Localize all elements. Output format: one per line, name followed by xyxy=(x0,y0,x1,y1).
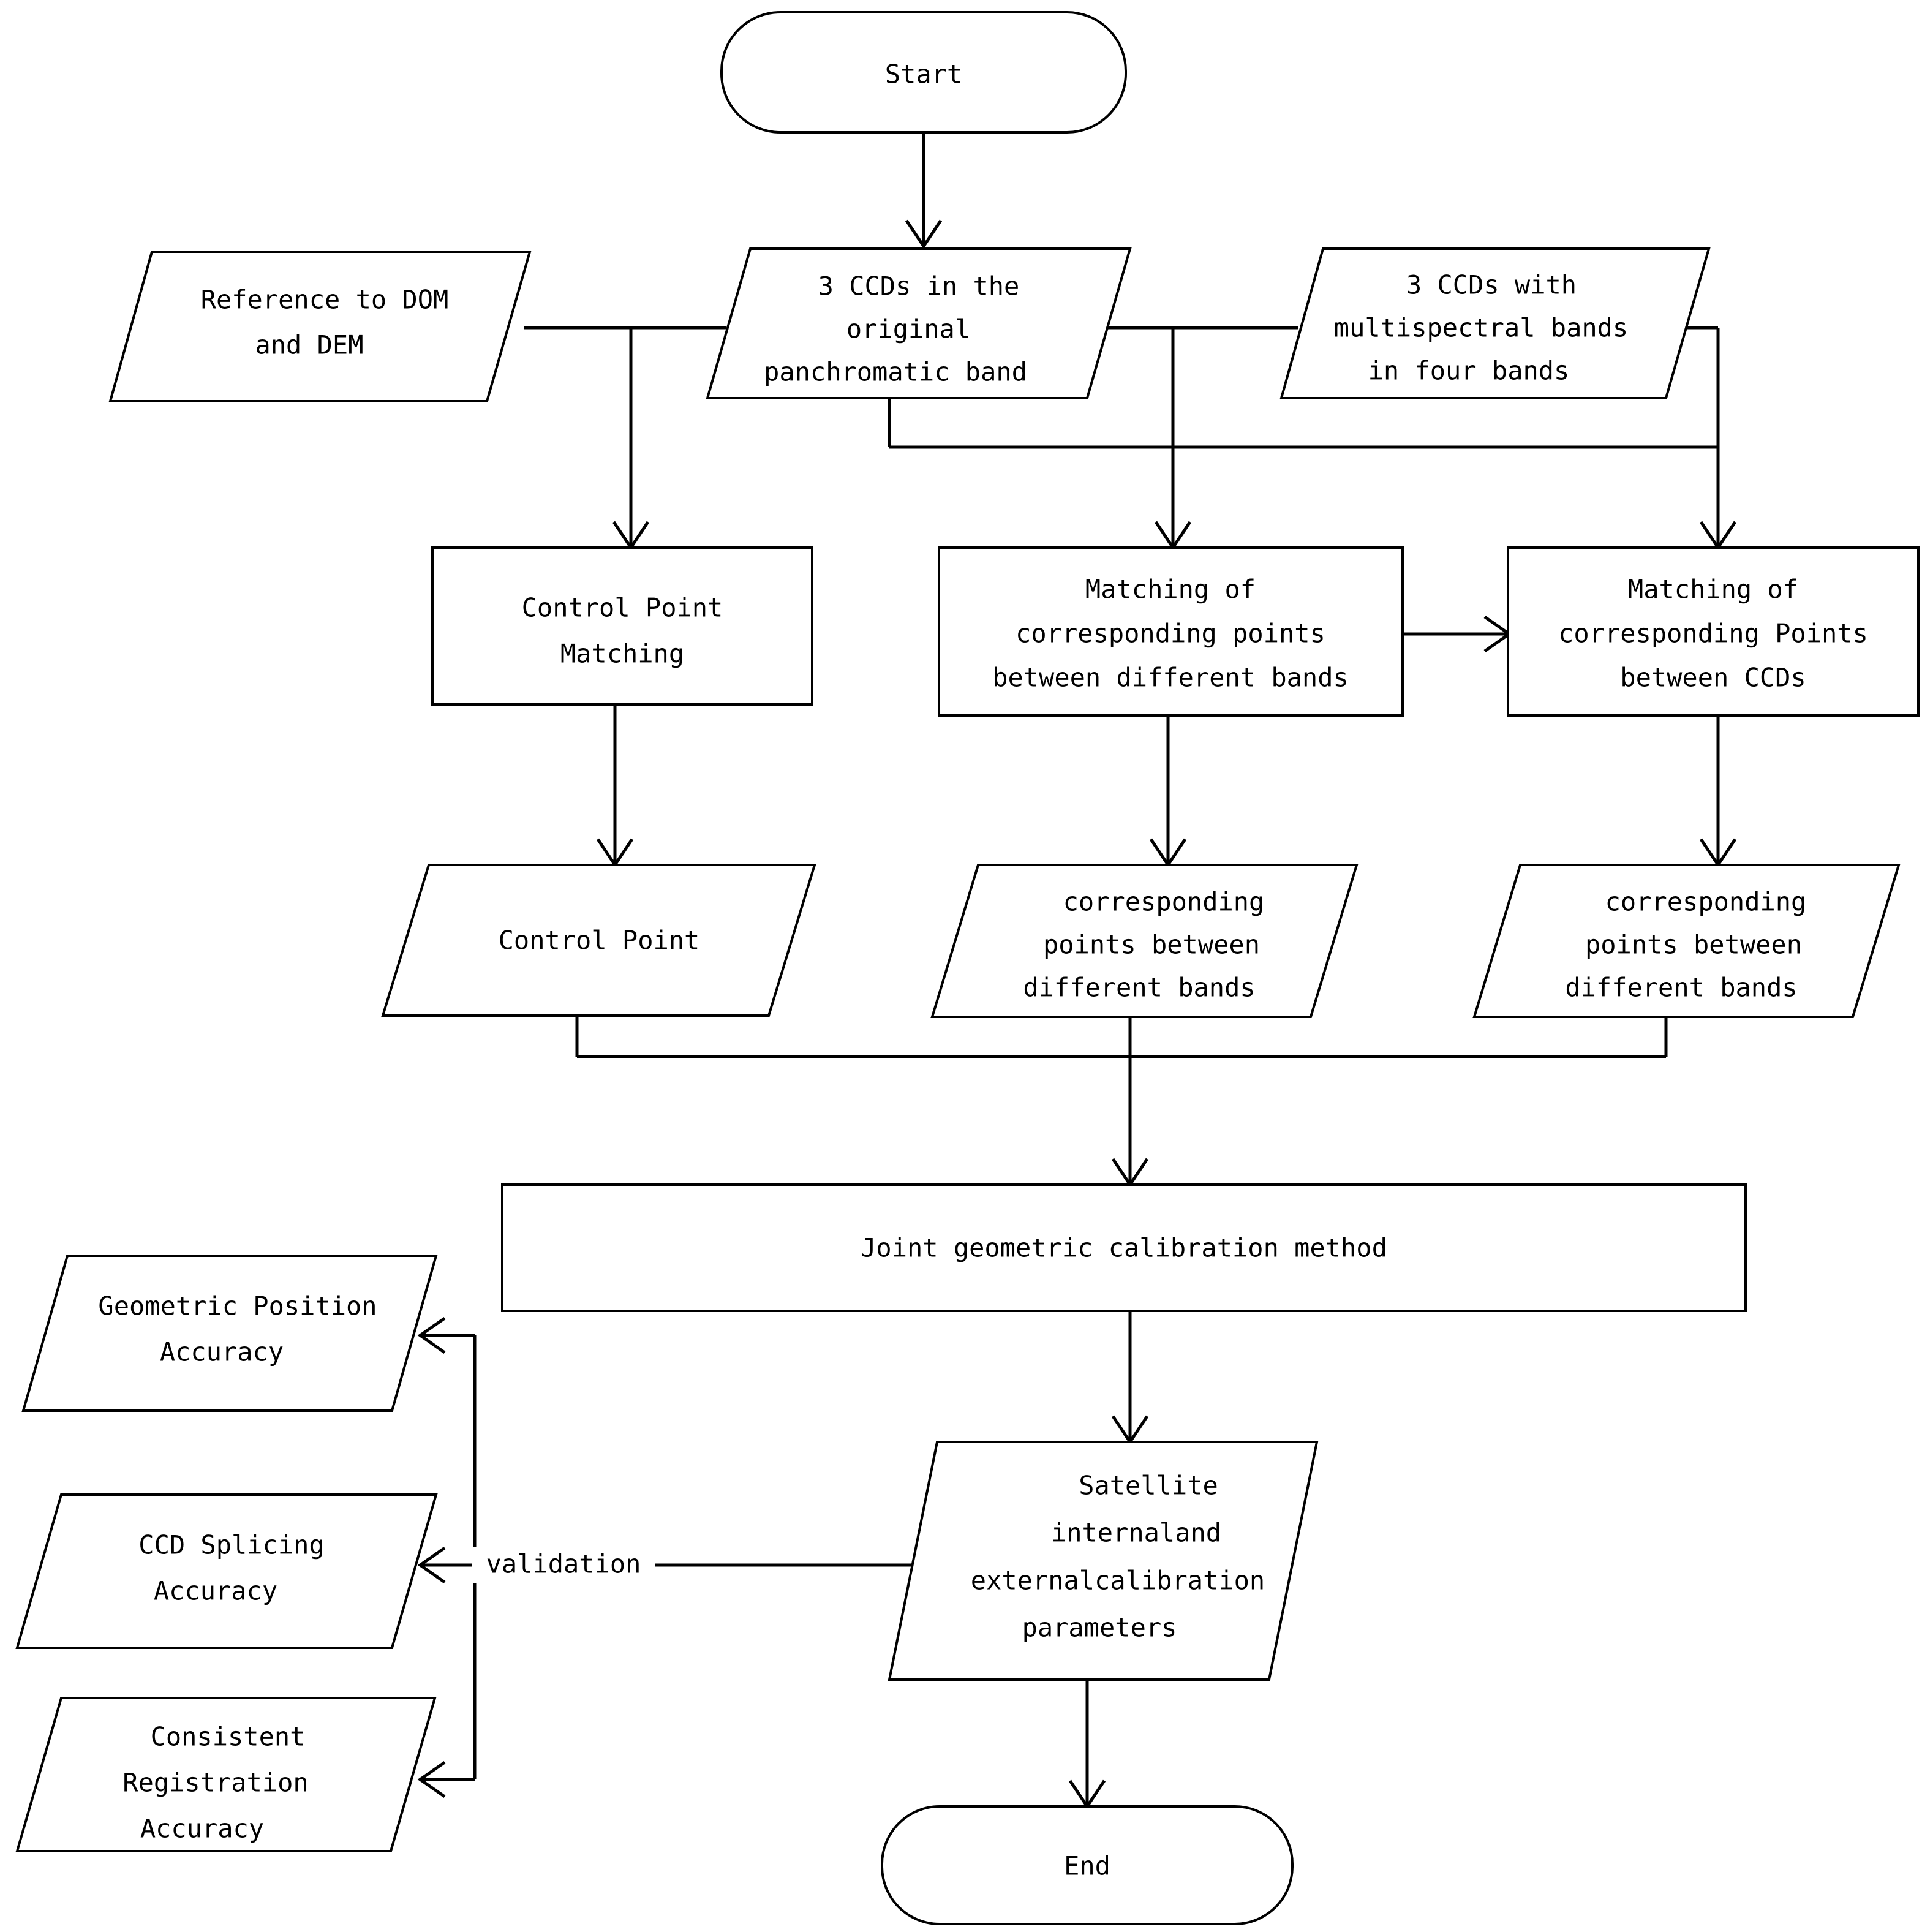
node-corr-points-2[interactable]: corresponding points between different b… xyxy=(1472,864,1901,1018)
node-cpm-line2: Matching xyxy=(560,639,684,669)
edge-cpm-to-cp xyxy=(596,704,634,868)
edge-pan-bottom-bus xyxy=(888,397,1718,449)
node-cra-line2: Registration xyxy=(122,1768,308,1798)
node-reference-line1: Reference to DOM xyxy=(201,285,449,315)
node-mc-line3: between CCDs xyxy=(1620,663,1806,693)
node-gpa-line2: Accuracy xyxy=(160,1337,284,1367)
node-gpa-line1: Geometric Position xyxy=(98,1291,377,1321)
node-end-label: End xyxy=(1064,1851,1110,1881)
node-ms-line3: in four bands xyxy=(1368,356,1570,386)
node-cp1-line1: corresponding xyxy=(1063,887,1265,917)
node-satellite-params[interactable]: Satellite internaland externalcalibratio… xyxy=(888,1441,1319,1681)
node-cp2-line1: corresponding xyxy=(1605,887,1807,917)
node-cp-line1: Control Point xyxy=(499,926,700,956)
node-joint-calibration[interactable]: Joint geometric calibration method xyxy=(501,1183,1747,1312)
node-cra-line3: Accuracy xyxy=(140,1814,264,1844)
node-mc-line2: corresponding Points xyxy=(1558,619,1868,649)
edge-mb-to-cp1 xyxy=(1149,715,1187,868)
node-corr-points-1[interactable]: corresponding points between different b… xyxy=(930,864,1359,1018)
node-matching-ccds[interactable]: Matching of corresponding Points between… xyxy=(1507,546,1920,717)
node-geometric-position-accuracy[interactable]: Geometric Position Accuracy xyxy=(21,1255,438,1412)
node-reference-line2: and DEM xyxy=(255,330,363,360)
node-ms-line1: 3 CCDs with xyxy=(1406,270,1577,300)
edge-params-to-end xyxy=(1068,1680,1106,1809)
edge-joint-to-params xyxy=(1111,1311,1149,1445)
node-pan-ccds[interactable]: 3 CCDs in the original panchromatic band xyxy=(706,247,1132,399)
node-mb-line1: Matching of xyxy=(1085,575,1256,605)
node-ms-ccds[interactable]: 3 CCDs with multispectral bands in four … xyxy=(1279,247,1711,399)
node-params-line3: externalcalibration xyxy=(971,1566,1265,1596)
node-ms-line2: multispectral bands xyxy=(1334,313,1628,343)
node-pan-line2: original xyxy=(846,314,970,344)
node-cp1-line3: different bands xyxy=(1023,973,1255,1003)
node-pan-line3: panchromatic band xyxy=(764,357,1027,387)
node-cra-line1: Consistent xyxy=(151,1722,306,1752)
node-mc-line1: Matching of xyxy=(1628,575,1798,605)
node-csa-line1: CCD Splicing xyxy=(138,1530,324,1560)
edge-label-validation-text: validation xyxy=(486,1549,641,1579)
node-params-line2: internaland xyxy=(1051,1518,1221,1548)
edge-merge-bus xyxy=(575,1016,1668,1188)
node-cp1-line2: points between xyxy=(1043,930,1260,960)
edge-bands-to-ccds xyxy=(1403,615,1512,653)
node-mb-line3: between different bands xyxy=(992,663,1349,693)
node-cp2-line2: points between xyxy=(1585,930,1802,960)
node-params-line4: parameters xyxy=(1022,1613,1177,1643)
node-cp2-line3: different bands xyxy=(1565,973,1797,1003)
node-matching-bands[interactable]: Matching of corresponding points between… xyxy=(938,546,1404,717)
node-control-point-matching[interactable]: Control Point Matching xyxy=(431,546,813,706)
node-params-line1: Satellite xyxy=(1079,1471,1218,1501)
node-ccd-splicing-accuracy[interactable]: CCD Splicing Accuracy xyxy=(15,1493,438,1649)
node-pan-line1: 3 CCDs in the xyxy=(818,271,1020,301)
edge-start-to-pan xyxy=(905,132,943,249)
edge-label-validation: validation xyxy=(472,1547,655,1583)
node-csa-line2: Accuracy xyxy=(154,1576,277,1606)
node-joint-label: Joint geometric calibration method xyxy=(861,1233,1387,1263)
node-cpm-line1: Control Point xyxy=(522,593,723,623)
node-reference-dom-dem[interactable]: Reference to DOM and DEM xyxy=(108,251,532,402)
node-consistent-registration-accuracy[interactable]: Consistent Registration Accuracy xyxy=(15,1697,437,1852)
edge-mc-to-cp2 xyxy=(1699,715,1737,868)
node-control-point[interactable]: Control Point xyxy=(381,864,816,1017)
node-mb-line2: corresponding points xyxy=(1016,619,1325,649)
node-start[interactable]: Start xyxy=(720,11,1127,134)
node-end[interactable]: End xyxy=(881,1805,1294,1925)
node-start-label: Start xyxy=(885,59,962,89)
